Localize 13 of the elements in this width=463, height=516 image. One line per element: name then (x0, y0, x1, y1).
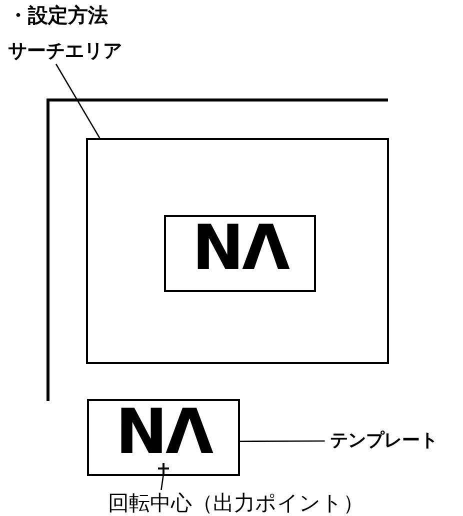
title: ・設定方法 (8, 2, 108, 29)
rotation-center-mark (158, 463, 169, 474)
callout-text: 回転中心（出力ポイント） (108, 490, 388, 516)
leader-line (160, 474, 164, 490)
search-area-box (86, 138, 389, 364)
pattern-text: NΛ (192, 226, 288, 271)
template-box (87, 399, 240, 476)
pattern-box (164, 215, 316, 292)
leader-line (240, 440, 325, 442)
leader-line (55, 64, 100, 138)
pattern-text: NΛ (116, 410, 212, 455)
callout-text: サーチエリア (8, 38, 168, 64)
callout-text: テンプレート (330, 428, 460, 454)
